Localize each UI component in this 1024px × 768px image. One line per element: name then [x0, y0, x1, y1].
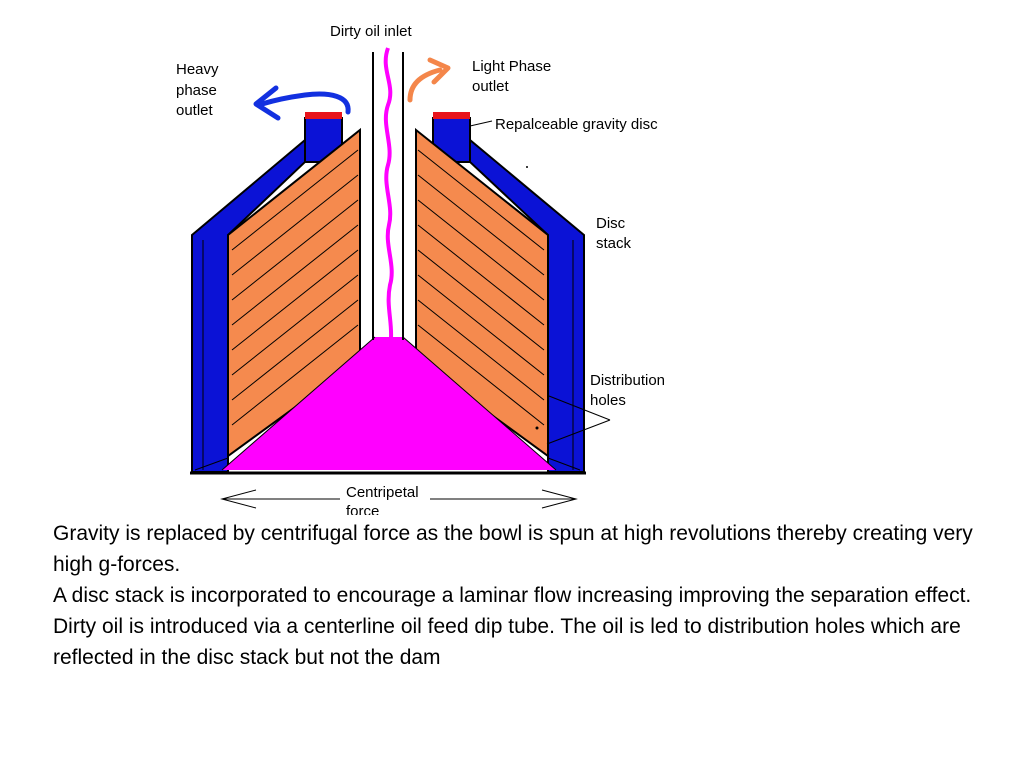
- dirty-oil-cone: [222, 337, 556, 470]
- label-dirty-oil-inlet: Dirty oil inlet: [330, 23, 413, 40]
- gravity-disc-right: [433, 112, 470, 119]
- distribution-hole-dot: [535, 426, 539, 430]
- bowl-bottom-left-diag: [194, 457, 229, 471]
- label-centripetal-force: Centripetal force: [346, 484, 423, 515]
- heavy-phase-arrow: [259, 91, 351, 115]
- light-phase-arrow: [407, 67, 443, 103]
- centripetal-arrow-left-head: [220, 489, 257, 509]
- separator-diagram: Dirty oil inlet Heavy phase outlet Light…: [176, 23, 669, 515]
- disc-stack-left-lines: [231, 149, 359, 426]
- caption-paragraph-1: Gravity is replaced by centrifugal force…: [53, 522, 973, 576]
- gravity-disc-leader: [469, 120, 493, 127]
- disc-stack-right-lines: [417, 149, 545, 426]
- cone-left-edge: [221, 336, 376, 471]
- stray-dot: [526, 166, 528, 168]
- label-light-phase-outlet: Light Phase outlet: [472, 58, 555, 95]
- gravity-disc-left: [305, 112, 342, 119]
- caption-text: Gravity is replaced by centrifugal force…: [53, 518, 1003, 673]
- light-phase-arrowhead: [427, 57, 451, 85]
- bowl-bottom-right-diag: [547, 457, 581, 471]
- heavy-phase-arrowhead: [253, 85, 281, 121]
- label-disc-stack: Disc stack: [596, 215, 632, 252]
- label-gravity-disc: Repalceable gravity disc: [495, 116, 658, 133]
- distribution-holes-leader-2: [546, 419, 611, 445]
- label-heavy-phase-outlet: Heavy phase outlet: [176, 61, 223, 119]
- distribution-holes-leader-1: [548, 395, 611, 421]
- cone-right-edge: [402, 336, 557, 471]
- caption-paragraph-2: A disc stack is incorporated to encourag…: [53, 584, 972, 669]
- label-distribution-holes: Distribution holes: [590, 372, 669, 409]
- disc-stack-right: [415, 127, 549, 458]
- centripetal-arrow-right-head: [541, 489, 578, 509]
- dirty-oil-flow: [383, 47, 394, 339]
